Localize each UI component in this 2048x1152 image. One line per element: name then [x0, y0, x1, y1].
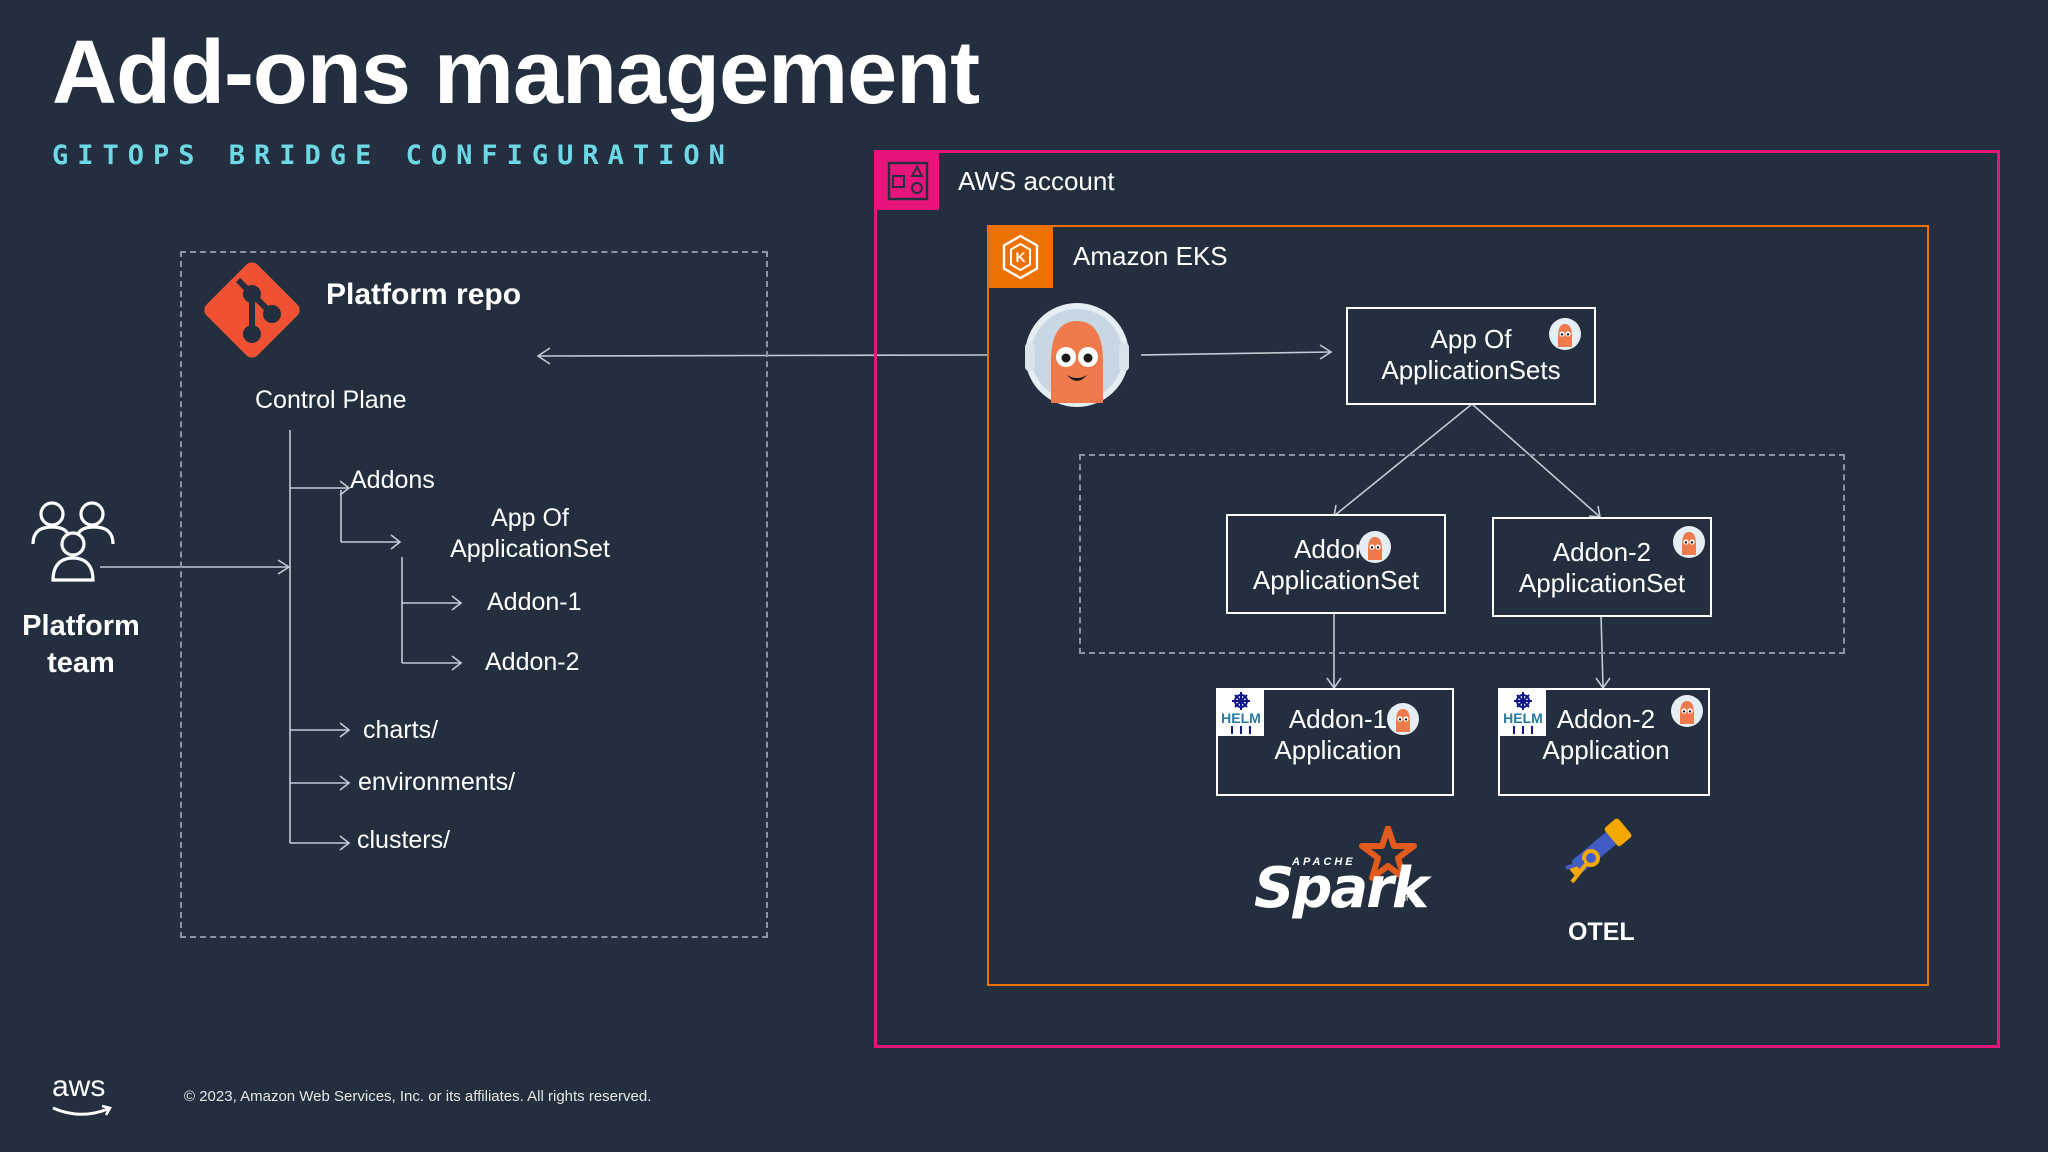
tree-addon-2: Addon-2 — [485, 648, 580, 676]
svg-text:HELM: HELM — [1503, 710, 1543, 726]
eks-container — [987, 225, 1929, 986]
argo-badge-icon — [1673, 526, 1705, 558]
control-plane-label: Control Plane — [255, 386, 407, 414]
argo-badge-icon — [1671, 695, 1703, 727]
tree-charts: charts/ — [363, 716, 439, 744]
helm-icon: HELM — [1500, 690, 1546, 736]
account-icon — [876, 152, 939, 210]
page-subtitle: GITOPS BRIDGE CONFIGURATION — [52, 140, 734, 171]
platform-team-icon — [28, 494, 118, 589]
tree-app-of-appset: App Of ApplicationSet — [450, 504, 610, 563]
addon2-appset-box: Addon-2 ApplicationSet — [1492, 517, 1712, 617]
app-of-appsets-label: App Of ApplicationSets — [1381, 324, 1561, 385]
telescope-icon — [1558, 806, 1640, 893]
addon1-appset-box: Addon- ApplicationSet — [1226, 514, 1446, 614]
copyright: © 2023, Amazon Web Services, Inc. or its… — [184, 1088, 652, 1105]
svg-text:K: K — [1015, 249, 1025, 265]
aws-logo: aws — [50, 1070, 116, 1120]
addon1-app-box: HELM Addon-1 Application — [1216, 688, 1454, 796]
svg-text:HELM: HELM — [1221, 710, 1261, 726]
git-icon — [196, 254, 308, 371]
addon2-appset-label: Addon-2 ApplicationSet — [1518, 537, 1686, 598]
platform-repo-title: Platform repo — [326, 278, 522, 311]
app-of-appsets-box: App Of ApplicationSets — [1346, 307, 1596, 405]
eks-label: Amazon EKS — [1073, 241, 1228, 271]
aws-account-container — [874, 150, 2000, 1048]
tree-addon-1: Addon-1 — [487, 588, 582, 616]
addon2-app-label: Addon-2 Application — [1542, 704, 1670, 765]
argo-badge-icon — [1359, 531, 1391, 563]
page-title: Add-ons management — [52, 23, 980, 123]
argo-badge-icon — [1387, 703, 1419, 735]
helm-icon: HELM — [1218, 690, 1264, 736]
argo-octopus-icon — [1021, 303, 1133, 416]
otel-label: OTEL — [1568, 918, 1635, 946]
platform-repo-container — [180, 251, 768, 938]
apache-spark-logo: APACHE Spark TM — [1252, 826, 1429, 921]
platform-team-label: Platform team — [22, 610, 140, 679]
addon2-app-box: HELM Addon-2 Application — [1498, 688, 1710, 796]
argo-badge-icon — [1549, 318, 1581, 350]
aws-account-label: AWS account — [958, 166, 1115, 196]
tree-environments: environments/ — [358, 768, 516, 796]
eks-icon: K — [988, 226, 1053, 288]
appsets-group — [1079, 454, 1845, 654]
addon1-appset-label: Addon- ApplicationSet — [1252, 534, 1420, 595]
tree-addons: Addons — [350, 466, 435, 494]
addon1-app-label: Addon-1 Application — [1274, 704, 1402, 765]
tree-clusters: clusters/ — [357, 826, 451, 854]
